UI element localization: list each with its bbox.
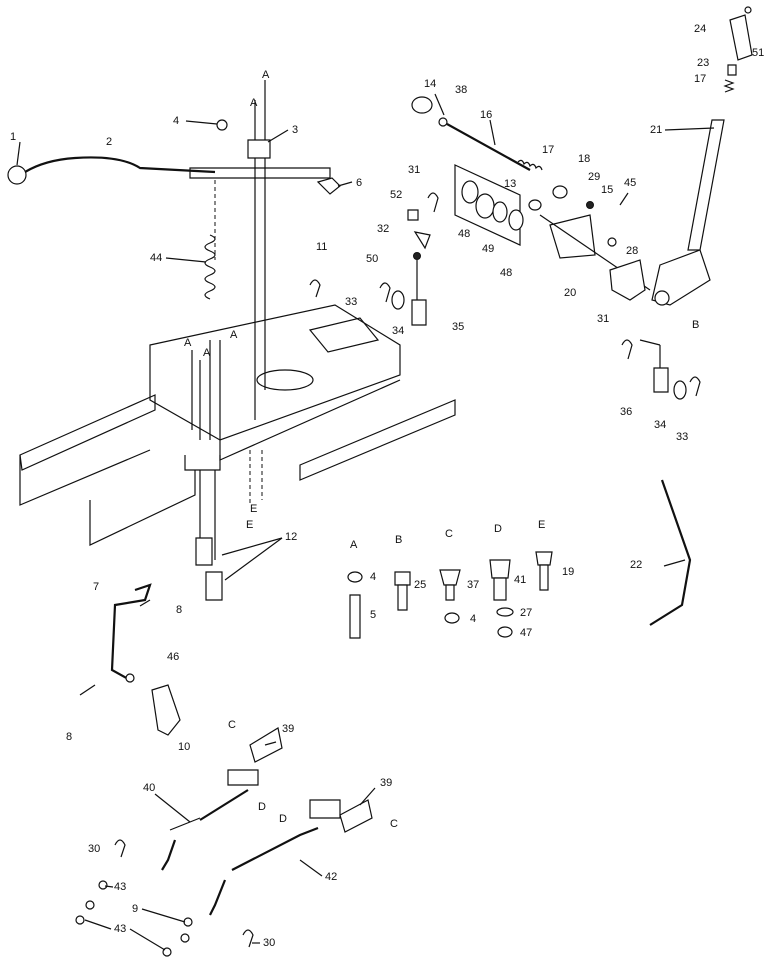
callout-10: 10 xyxy=(178,741,190,753)
callout-37: 37 xyxy=(467,579,479,591)
callout-39a: 39 xyxy=(282,723,294,735)
callout-13: 13 xyxy=(504,178,516,190)
callout-25: 25 xyxy=(414,579,426,591)
ref-D2: D xyxy=(279,813,287,825)
callout-33b: 33 xyxy=(676,431,688,443)
callout-36: 36 xyxy=(620,406,632,418)
callout-21: 21 xyxy=(650,124,662,136)
callout-30a: 30 xyxy=(88,843,100,855)
header-C: C xyxy=(445,528,453,540)
callout-7: 7 xyxy=(93,581,99,593)
callout-49: 49 xyxy=(482,243,494,255)
spring-44 xyxy=(204,234,216,300)
callout-17b: 17 xyxy=(694,73,706,85)
callout-39b: 39 xyxy=(380,777,392,789)
header-E: E xyxy=(538,519,545,531)
callout-52: 52 xyxy=(390,189,402,201)
callout-48b: 48 xyxy=(500,267,512,279)
callout-labels: 1 2 3 4 6 44 11 12 7 8 46 8 10 14 38 16 … xyxy=(10,23,764,949)
rod-7-assembly xyxy=(79,583,181,736)
ref-C1: C xyxy=(228,719,236,731)
linkage-right xyxy=(621,339,701,400)
callout-28: 28 xyxy=(626,245,638,257)
hairpin-11 xyxy=(309,279,321,298)
lower-links xyxy=(75,727,373,957)
header-B: B xyxy=(395,534,402,546)
rod-22 xyxy=(649,479,692,626)
callout-47: 47 xyxy=(520,627,532,639)
callout-34a: 34 xyxy=(392,325,404,337)
callout-48a: 48 xyxy=(458,228,470,240)
lift-lever xyxy=(7,119,341,195)
header-D: D xyxy=(494,523,502,535)
frame-assembly xyxy=(19,304,456,546)
callout-22: 22 xyxy=(630,559,642,571)
hardware-table xyxy=(347,551,553,639)
leader-lines xyxy=(16,93,715,951)
callout-19: 19 xyxy=(562,566,574,578)
callout-45: 45 xyxy=(624,177,636,189)
callout-1: 1 xyxy=(10,131,16,143)
callout-24: 24 xyxy=(694,23,706,35)
linkage-left xyxy=(379,192,439,326)
callout-18: 18 xyxy=(578,153,590,165)
ref-A1: A xyxy=(262,69,270,81)
callout-30b: 30 xyxy=(263,937,275,949)
callout-43a: 43 xyxy=(114,881,126,893)
callout-9: 9 xyxy=(132,903,138,915)
header-A: A xyxy=(350,539,358,551)
callout-38: 38 xyxy=(455,84,467,96)
callout-12: 12 xyxy=(285,531,297,543)
callout-33a: 33 xyxy=(345,296,357,308)
callout-8a: 8 xyxy=(176,604,182,616)
callout-27: 27 xyxy=(520,607,532,619)
ref-D1: D xyxy=(258,801,266,813)
callout-51: 51 xyxy=(752,47,764,59)
callout-46: 46 xyxy=(167,651,179,663)
callout-4b: 4 xyxy=(370,571,376,583)
pivot-plate xyxy=(454,164,651,301)
callout-5: 5 xyxy=(370,609,376,621)
callout-2: 2 xyxy=(106,136,112,148)
callout-17a: 17 xyxy=(542,144,554,156)
shaft-16-assembly xyxy=(411,96,629,211)
callout-35: 35 xyxy=(452,321,464,333)
ref-E1: E xyxy=(246,519,253,531)
callout-23: 23 xyxy=(697,57,709,69)
ref-A3: A xyxy=(184,337,192,349)
callout-8b: 8 xyxy=(66,731,72,743)
callout-50: 50 xyxy=(366,253,378,265)
callout-42: 42 xyxy=(325,871,337,883)
callout-14: 14 xyxy=(424,78,436,90)
callout-15: 15 xyxy=(601,184,613,196)
callout-16: 16 xyxy=(480,109,492,121)
ref-A4: A xyxy=(203,347,211,359)
bracket-12 xyxy=(195,537,223,601)
callout-32: 32 xyxy=(377,223,389,235)
ref-A2: A xyxy=(250,97,258,109)
callout-40: 40 xyxy=(143,782,155,794)
callout-43b: 43 xyxy=(114,923,126,935)
callout-3: 3 xyxy=(292,124,298,136)
callout-31b: 31 xyxy=(597,313,609,325)
callout-4: 4 xyxy=(173,115,179,127)
ref-A5: A xyxy=(230,329,238,341)
hardware-column-headers: A B C D E xyxy=(350,519,545,551)
handle-21 xyxy=(651,6,753,306)
callout-29: 29 xyxy=(588,171,600,183)
callout-41: 41 xyxy=(514,574,526,586)
callout-31a: 31 xyxy=(408,164,420,176)
callout-20: 20 xyxy=(564,287,576,299)
ref-C2: C xyxy=(390,818,398,830)
callout-4c: 4 xyxy=(470,613,476,625)
ref-E2: E xyxy=(250,503,257,515)
callout-34b: 34 xyxy=(654,419,666,431)
reference-letters: A A A A A E E C D D C xyxy=(184,69,398,830)
callout-B: B xyxy=(692,319,699,331)
callout-6: 6 xyxy=(356,177,362,189)
callout-44: 44 xyxy=(150,252,162,264)
callout-11: 11 xyxy=(316,241,327,253)
